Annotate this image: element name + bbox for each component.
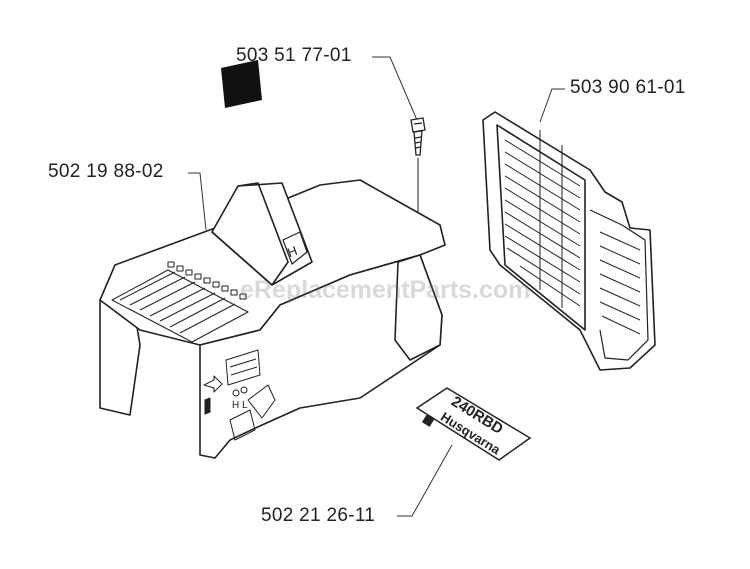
part-label-cover: 502 19 88-02	[48, 161, 164, 182]
black-swatch	[221, 60, 262, 108]
leader-decal	[397, 444, 453, 517]
part-label-screw: 503 51 77-01	[236, 45, 352, 66]
decal-logo-icon	[421, 414, 435, 427]
cover-vent-slots	[111, 269, 249, 343]
leader-lines	[188, 56, 565, 517]
watermark-text: eReplacementParts.com	[240, 276, 531, 304]
grille-side-slats	[599, 231, 641, 335]
cover-switch-marking: H L	[232, 400, 248, 411]
cover-part: H	[99, 179, 446, 459]
decal-part: 240RBD Husqvarna	[415, 387, 532, 461]
leader-grille	[539, 88, 565, 123]
grille-part	[482, 111, 656, 371]
leader-cover	[188, 172, 207, 231]
part-label-decal: 502 21 26-11	[261, 505, 376, 526]
grille-slats	[504, 130, 581, 308]
cover-vent-squares	[167, 261, 247, 300]
leader-screw	[372, 56, 418, 121]
cover-controls	[203, 349, 276, 441]
part-label-grille: 503 90 61-01	[570, 77, 686, 98]
